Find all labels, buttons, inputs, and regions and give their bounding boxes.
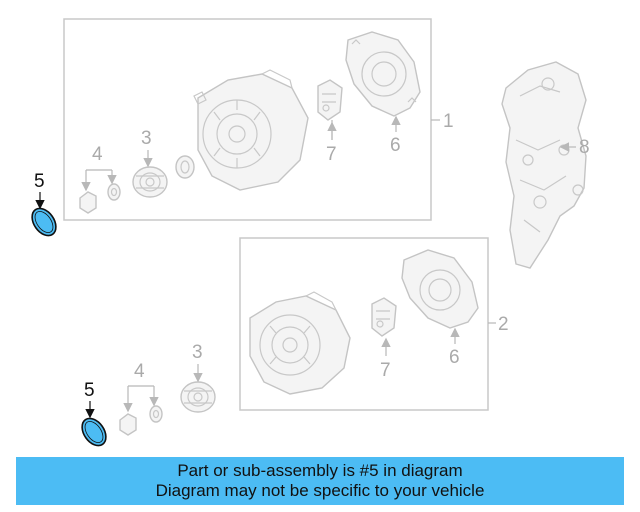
- alternator-1: [193, 69, 309, 191]
- pulley-2: [180, 381, 216, 413]
- regulator-2: [371, 297, 397, 337]
- banner-line-2: Diagram may not be specific to your vehi…: [155, 481, 485, 500]
- washer-2: [149, 405, 163, 423]
- callout-8: 8: [579, 137, 590, 158]
- callout-2: 2: [498, 314, 509, 335]
- callout-4b: 4: [134, 361, 145, 382]
- callout-4a: 4: [92, 144, 103, 165]
- callout-7b: 7: [380, 360, 391, 381]
- nut-1: [79, 191, 97, 214]
- callout-5a: 5: [34, 171, 45, 192]
- callout-3b: 3: [192, 342, 203, 363]
- regulator-1: [317, 79, 343, 140]
- rear-cover-2: [401, 249, 479, 329]
- callout-6b: 6: [449, 347, 460, 368]
- info-banner: Part or sub-assembly is #5 in diagram Di…: [16, 457, 624, 505]
- callout-1: 1: [443, 111, 454, 132]
- callout-5b: 5: [84, 380, 95, 401]
- callout-3a: 3: [141, 128, 152, 149]
- alternator-2: [249, 291, 351, 395]
- pulley-1: [132, 166, 168, 198]
- highlighted-part-5a: [31, 207, 57, 237]
- highlighted-part-5b: [81, 417, 107, 447]
- washer-1: [107, 183, 121, 201]
- rear-cover-1: [345, 31, 421, 117]
- mounting-bracket: [501, 61, 587, 269]
- callout-6a: 6: [390, 135, 401, 156]
- banner-line-1: Part or sub-assembly is #5 in diagram: [177, 461, 463, 480]
- callout-7a: 7: [326, 144, 337, 165]
- spacer-1: [175, 155, 195, 179]
- nut-2: [119, 413, 137, 436]
- assembly-box-2: [239, 237, 489, 411]
